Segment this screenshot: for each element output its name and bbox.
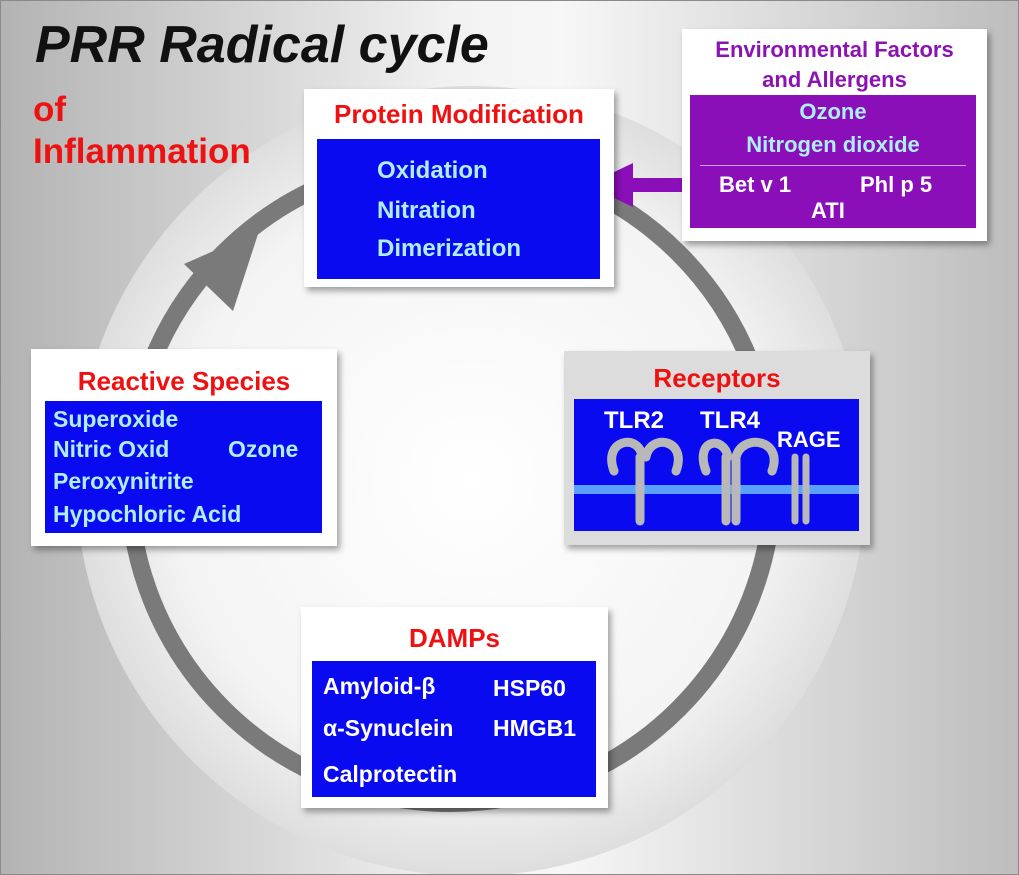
- environmental-title: Environmental Factors and Allergens: [682, 35, 987, 95]
- item-nitric-oxid: Nitric Oxid: [53, 436, 170, 462]
- item-superoxide: Superoxide: [53, 406, 179, 432]
- allergen-phl-p-5: Phl p 5: [860, 172, 933, 197]
- item-amyloid-beta: Amyloid-β: [323, 673, 436, 699]
- allergen-ati: ATI: [811, 198, 845, 223]
- environmental-factors-card: Environmental Factors and Allergens Ozon…: [682, 29, 987, 241]
- item-oxidation: Oxidation: [377, 157, 488, 184]
- damps-panel: Amyloid-β HSP60 α-Synuclein HMGB1 Calpro…: [312, 661, 596, 797]
- reactive-species-card: Reactive Species Superoxide Nitric Oxid …: [31, 349, 337, 546]
- label-tlr2: TLR2: [604, 407, 664, 434]
- item-calprotectin: Calprotectin: [323, 761, 458, 787]
- reactive-species-panel: Superoxide Nitric Oxid Ozone Peroxynitri…: [45, 401, 322, 533]
- damps-title: DAMPs: [408, 623, 500, 653]
- subtitle-line-2: Inflammation: [33, 132, 251, 171]
- gas-nitrogen-dioxide: Nitrogen dioxide: [746, 132, 920, 157]
- tlr2-receptor-icon: [607, 437, 683, 526]
- protein-modification-title: Protein Modification: [334, 99, 584, 129]
- item-hsp60: HSP60: [493, 675, 566, 701]
- rage-receptor-icon: [791, 453, 810, 525]
- protein-modification-card: Protein Modification Oxidation Nitration…: [304, 89, 614, 287]
- label-tlr4: TLR4: [700, 407, 760, 434]
- item-ozone: Ozone: [228, 436, 299, 462]
- receptors-title: Receptors: [653, 363, 781, 393]
- item-nitration: Nitration: [377, 197, 476, 224]
- receptor-illustration: [574, 437, 859, 526]
- environmental-panel: Ozone Nitrogen dioxide Bet v 1 Phl p 5 A…: [690, 95, 976, 228]
- damps-card: DAMPs Amyloid-β HSP60 α-Synuclein HMGB1 …: [301, 607, 608, 808]
- diagram-subtitle: of Inflammation: [33, 89, 251, 173]
- cell-membrane: [574, 485, 859, 494]
- label-rage: RAGE: [777, 427, 841, 452]
- item-peroxynitrite: Peroxynitrite: [53, 468, 194, 494]
- background-disc: [76, 86, 866, 874]
- reactive-species-title: Reactive Species: [77, 366, 291, 396]
- item-dimerization: Dimerization: [377, 235, 522, 262]
- item-alpha-synuclein: α-Synuclein: [323, 715, 454, 741]
- receptors-card: Receptors TLR2 TLR4 RAGE: [564, 351, 870, 545]
- subtitle-line-1: of: [33, 90, 67, 129]
- allergen-bet-v-1: Bet v 1: [719, 172, 792, 197]
- gas-ozone: Ozone: [799, 99, 867, 124]
- environmental-title-line-2: and Allergens: [762, 67, 907, 92]
- environmental-divider: [700, 165, 966, 166]
- diagram-title: PRR Radical cycle: [35, 16, 489, 74]
- item-hypochloric-acid: Hypochloric Acid: [53, 501, 242, 527]
- cycle-arrowhead: [184, 231, 259, 311]
- protein-modification-panel: Oxidation Nitration Dimerization: [317, 139, 600, 279]
- environmental-title-line-1: Environmental Factors: [715, 37, 954, 62]
- tlr4-receptor-icon: [698, 437, 779, 526]
- receptors-panel: TLR2 TLR4 RAGE: [574, 399, 859, 531]
- item-hmgb1: HMGB1: [493, 715, 577, 741]
